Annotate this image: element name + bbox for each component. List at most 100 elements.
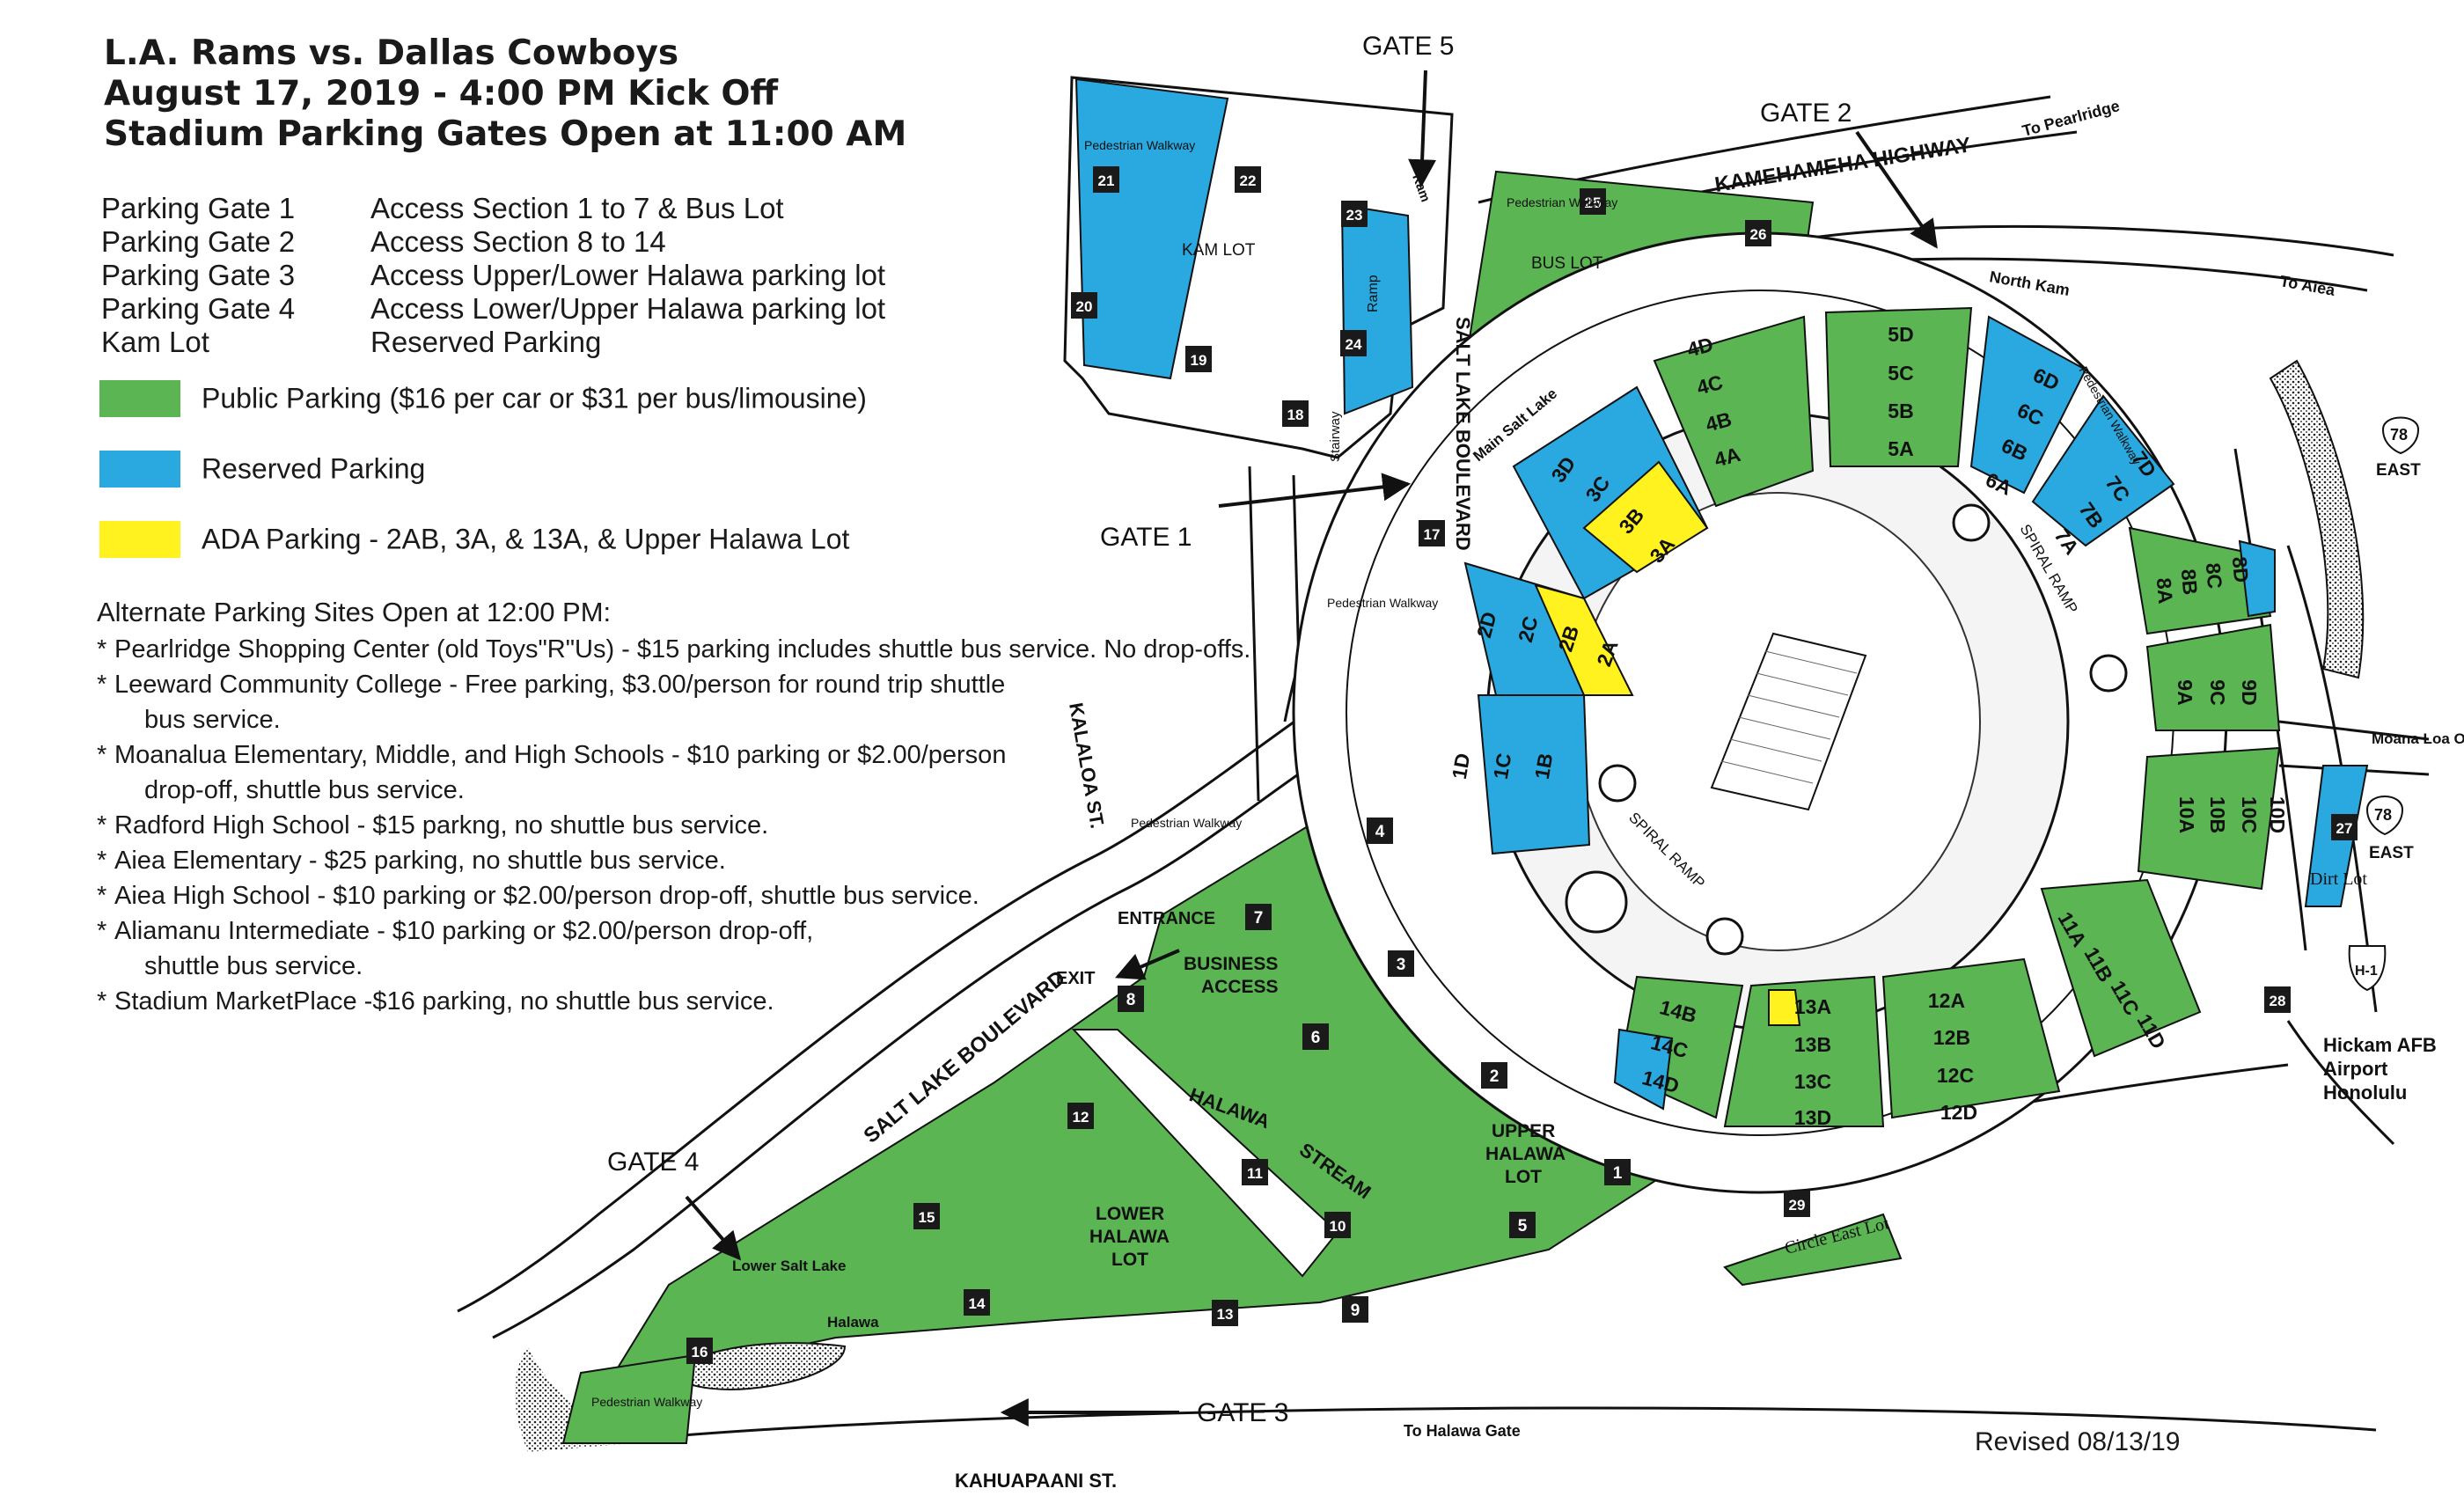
svg-text:17: 17 (1424, 526, 1441, 543)
yard-line (1747, 694, 1840, 718)
moana-loa-label: Moana Loa Overpass (2372, 730, 2464, 747)
gate-3-label: GATE 3 (1197, 1398, 1288, 1427)
svg-text:78: 78 (2374, 806, 2392, 824)
lot-tag-21: 21 (1093, 166, 1119, 193)
svg-text:24: 24 (1346, 336, 1362, 353)
lot-tag-7: 7 (1245, 904, 1272, 930)
section-label-10a: 10A (2175, 796, 2198, 833)
gate-arrows (685, 70, 1938, 1426)
section-block-12 (1881, 957, 2061, 1119)
salt-lake-blvd-diag-2 (457, 685, 1347, 1313)
lot-tag-28: 28 (2264, 986, 2291, 1013)
section-label-5c: 5C (1888, 362, 1913, 385)
exit-arrow (1115, 949, 1180, 980)
section-block-8 (2128, 526, 2272, 635)
title-line-2: August 17, 2019 - 4:00 PM Kick Off (104, 74, 779, 114)
yard-line (1729, 738, 1822, 762)
svg-text:11: 11 (1247, 1165, 1263, 1182)
lot-tag-25: 25 (1580, 188, 1606, 215)
section-label-8c: 8C (2202, 562, 2226, 590)
section-2ab-ada (1534, 583, 1634, 696)
gate-5-label: GATE 5 (1362, 32, 1454, 61)
pedestrian-walkway-label: Pedestrian Walkway (1084, 138, 1195, 152)
kahuapaani-st (598, 1406, 2377, 1445)
svg-text:27: 27 (2336, 820, 2353, 837)
yard-line (1738, 716, 1831, 740)
lot-tag-20: 20 (1071, 292, 1097, 319)
upper-halawa-label-2: HALAWA (1485, 1144, 1566, 1164)
football-field (1710, 632, 1867, 811)
alt-site: Leeward Community College - Free parking… (97, 667, 1346, 737)
svg-text:16: 16 (692, 1344, 708, 1360)
upper-halawa-label-3: LOT (1505, 1167, 1542, 1187)
svg-text:29: 29 (1789, 1197, 1806, 1214)
lot-tag-5: 5 (1509, 1212, 1536, 1238)
legend-reserved: Reserved Parking (99, 451, 425, 488)
lot-tag-2: 2 (1481, 1062, 1507, 1089)
yard-line (1720, 760, 1814, 784)
alt-site: Aliamanu Intermediate - $10 parking or $… (97, 913, 1346, 984)
alternate-parking: Alternate Parking Sites Open at 12:00 PM… (97, 595, 1346, 1019)
section-label-8d: 8D (2228, 556, 2253, 584)
route-78-shield: 78 EAST (2365, 796, 2414, 862)
north-kam-edge-1 (1812, 224, 2394, 257)
kam-lot-area (1063, 76, 1454, 459)
svg-text:15: 15 (919, 1209, 935, 1226)
svg-text:18: 18 (1287, 407, 1304, 423)
business-access-label-2: ACCESS (1201, 977, 1279, 997)
lot-tag-14: 14 (964, 1289, 990, 1316)
lot-tag-3: 3 (1388, 950, 1414, 977)
svg-text:12: 12 (1073, 1109, 1089, 1126)
gate-4-landscaping (515, 1346, 634, 1452)
gate-2-label: GATE 2 (1760, 99, 1852, 128)
kalaloa-st-edge-1 (1248, 466, 1260, 802)
gate-name: Parking Gate 4 (101, 292, 296, 325)
section-14d-reserved (1613, 1028, 1674, 1111)
lot-tag-12: 12 (1067, 1103, 1094, 1129)
svg-text:7: 7 (1254, 909, 1264, 928)
pedestrian-walkway-lot-16 (561, 1353, 697, 1444)
gate-access: Access Section 8 to 14 (370, 225, 666, 258)
section-block-9 (2145, 623, 2281, 731)
spiral-ramp-circle (2089, 654, 2128, 693)
alt-site: Aiea High School - $10 parking or $2.00/… (97, 878, 1346, 913)
lot-tag-8: 8 (1118, 986, 1144, 1012)
halawa-label: Halawa (827, 1314, 879, 1331)
lot-tag-27: 27 (2331, 814, 2358, 840)
salt-lake-blvd-diag-1 (492, 729, 1374, 1339)
reserved-lot-20-21 (1074, 77, 1229, 380)
section-label-13b: 13B (1794, 1033, 1831, 1056)
gate-labels: GATE 5 GATE 2 GATE 1 GATE 4 GATE 3 (607, 32, 1852, 1427)
gate-2-arrow (1855, 130, 1938, 249)
kahuapaani-st-label: KAHUAPAANI ST. (955, 1470, 1117, 1492)
gate-name: Kam Lot (101, 326, 209, 358)
ramp-label: Ramp (1366, 275, 1381, 312)
section-label-10c: 10C (2238, 796, 2261, 833)
legend-swatch-blue (99, 451, 180, 488)
section-label-12a: 12A (1928, 989, 1965, 1012)
section-block-4 (1653, 315, 1815, 508)
section-block-13 (1723, 975, 1885, 1127)
section-label-9d: 9D (2238, 679, 2261, 705)
section-3a-ada (1582, 460, 1709, 574)
kam-lot-label: KAM LOT (1182, 241, 1256, 260)
kalaloa-st-label: KALALOA ST. (1065, 701, 1109, 831)
lot-tag-16: 16 (686, 1338, 713, 1364)
lot-tag-19: 19 (1185, 346, 1212, 372)
section-label-8a: 8A (2152, 577, 2177, 605)
dirt-lot-label: Dirt Lot (2310, 869, 2367, 889)
svg-text:10: 10 (1330, 1218, 1346, 1235)
yard-line (1764, 650, 1858, 674)
gate-4-label: GATE 4 (607, 1148, 699, 1177)
lot-tag-18: 18 (1282, 400, 1309, 427)
circle-east-lot (1723, 1213, 1903, 1287)
svg-text:19: 19 (1191, 352, 1207, 369)
interstate-h1-shield: H-1 (2348, 945, 2387, 992)
section-label-5a: 5A (1888, 437, 1913, 460)
lower-halawa-label-2: HALAWA (1089, 1227, 1170, 1247)
svg-text:3: 3 (1397, 956, 1406, 974)
lower-salt-lake-label: Lower Salt Lake (732, 1258, 846, 1274)
svg-text:14: 14 (969, 1295, 986, 1312)
